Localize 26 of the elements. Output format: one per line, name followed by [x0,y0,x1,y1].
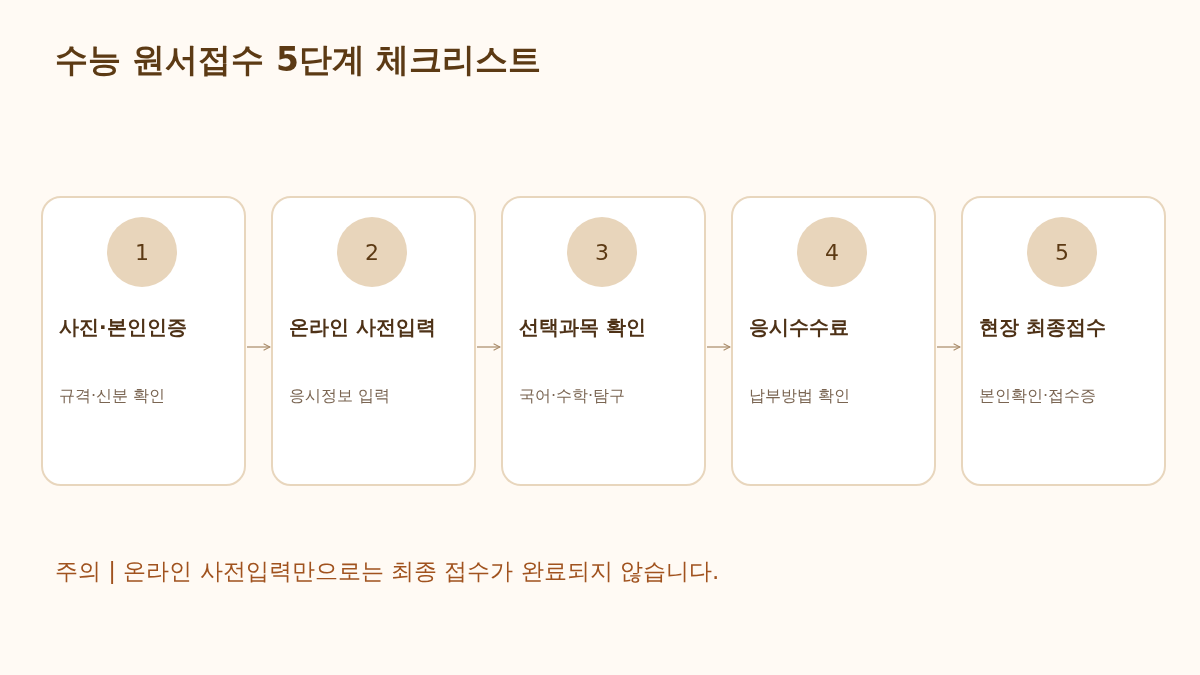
diagram-title: 수능 원서접수 5단계 체크리스트 [55,39,542,81]
step-card [501,196,706,486]
step-description: 본인확인·접수증 [979,386,1097,407]
step-number: 2 [365,239,379,265]
arrow [476,343,501,351]
step-description: 응시정보 입력 [289,386,391,407]
arrow [706,343,731,351]
step-title: 응시수수료 [749,314,849,341]
step-title: 선택과목 확인 [519,314,646,341]
step-number: 3 [595,239,609,265]
step-card [271,196,476,486]
step-description: 납부방법 확인 [749,386,851,407]
step-card [961,196,1166,486]
arrow [246,343,271,351]
step-number: 1 [135,239,149,265]
arrow [936,343,961,351]
warning-note: 주의 | 온라인 사전입력만으로는 최종 접수가 완료되지 않습니다. [55,557,720,586]
step-title: 현장 최종접수 [979,314,1106,341]
step-card [41,196,246,486]
step-title: 사진·본인인증 [59,314,187,341]
step-number: 5 [1055,239,1069,265]
step-title: 온라인 사전입력 [289,314,436,341]
step-description: 국어·수학·탐구 [519,386,626,407]
step-card [731,196,936,486]
step-description: 규격·신분 확인 [59,386,166,407]
step-number: 4 [825,239,839,265]
